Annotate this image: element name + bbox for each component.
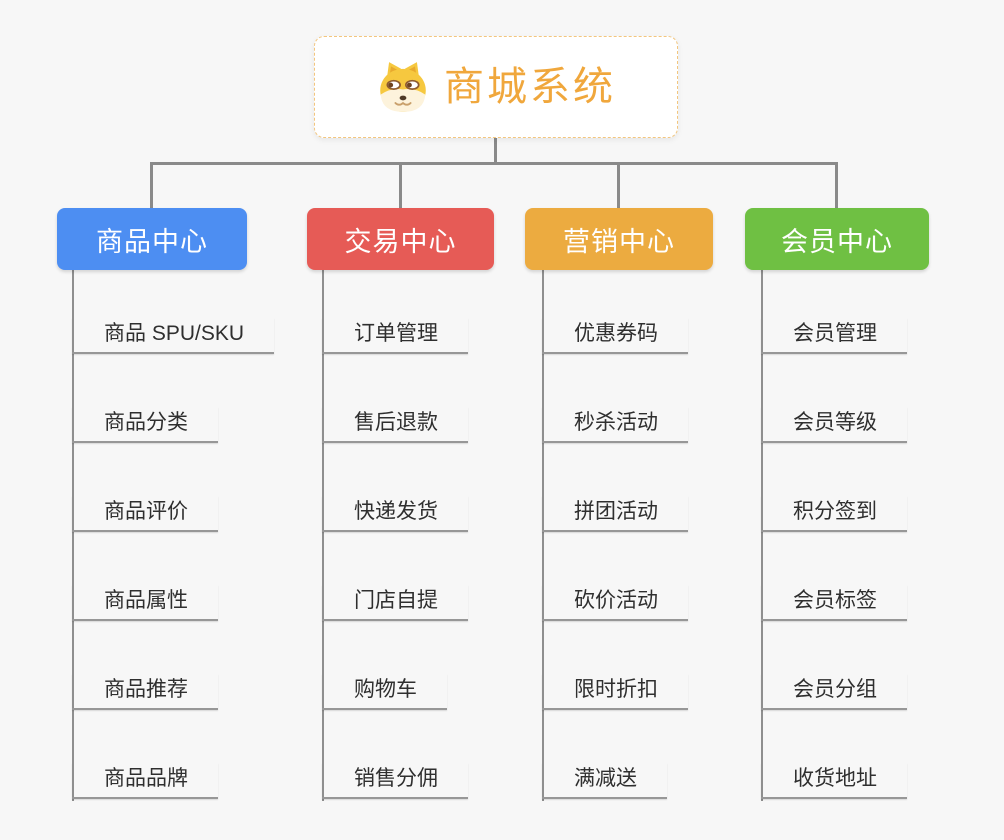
leaf-topic-product-6[interactable]: 商品品牌 (72, 763, 218, 799)
leaf-topic-marketing-6[interactable]: 满减送 (542, 763, 667, 799)
doge-icon (376, 60, 430, 114)
leaf-topic-member-2[interactable]: 会员等级 (761, 407, 907, 443)
connector-trunk-trade (322, 270, 324, 801)
connector-drop-marketing (617, 162, 620, 209)
leaf-topic-member-4[interactable]: 会员标签 (761, 585, 907, 621)
connector-trunk-product (72, 270, 74, 801)
leaf-topic-product-2[interactable]: 商品分类 (72, 407, 218, 443)
connector-drop-trade (399, 162, 402, 209)
branch-marketing-center-label: 营销中心 (563, 226, 675, 257)
branch-trade-center[interactable]: 交易中心 (307, 208, 494, 270)
connector-drop-product (150, 162, 153, 209)
connector-root-stem (494, 138, 497, 164)
leaf-topic-marketing-1[interactable]: 优惠券码 (542, 318, 688, 354)
leaf-topic-trade-4[interactable]: 门店自提 (322, 585, 468, 621)
branch-product-center-label: 商品中心 (96, 226, 208, 257)
leaf-topic-member-5[interactable]: 会员分组 (761, 674, 907, 710)
branch-member-center[interactable]: 会员中心 (745, 208, 929, 270)
leaf-topic-marketing-3[interactable]: 拼团活动 (542, 496, 688, 532)
branch-product-center[interactable]: 商品中心 (57, 208, 247, 270)
leaf-topic-marketing-2[interactable]: 秒杀活动 (542, 407, 688, 443)
branch-trade-center-label: 交易中心 (344, 226, 457, 257)
root-title: 商城系统 (444, 65, 616, 109)
leaf-topic-trade-1[interactable]: 订单管理 (322, 318, 468, 354)
leaf-topic-product-5[interactable]: 商品推荐 (72, 674, 218, 710)
leaf-topic-product-1[interactable]: 商品 SPU/SKU (72, 318, 275, 354)
leaf-topic-trade-2[interactable]: 售后退款 (322, 407, 468, 443)
leaf-topic-product-3[interactable]: 商品评价 (72, 496, 218, 532)
root-node[interactable]: 商城系统 (314, 36, 678, 138)
leaf-topic-marketing-5[interactable]: 限时折扣 (542, 674, 688, 710)
connector-drop-member (835, 162, 838, 209)
leaf-topic-trade-3[interactable]: 快递发货 (322, 496, 468, 532)
connector-trunk-member (761, 270, 763, 801)
leaf-topic-trade-6[interactable]: 销售分佣 (322, 763, 468, 799)
connector-trunk-marketing (542, 270, 544, 801)
connector-bus (150, 162, 838, 165)
leaf-topic-member-1[interactable]: 会员管理 (761, 318, 907, 354)
leaf-topic-trade-5[interactable]: 购物车 (322, 674, 447, 710)
leaf-topic-member-6[interactable]: 收货地址 (761, 763, 907, 799)
leaf-topic-member-3[interactable]: 积分签到 (761, 496, 907, 532)
leaf-topic-product-4[interactable]: 商品属性 (72, 585, 218, 621)
leaf-topic-marketing-4[interactable]: 砍价活动 (542, 585, 688, 621)
branch-marketing-center[interactable]: 营销中心 (525, 208, 713, 270)
branch-member-center-label: 会员中心 (781, 226, 893, 257)
